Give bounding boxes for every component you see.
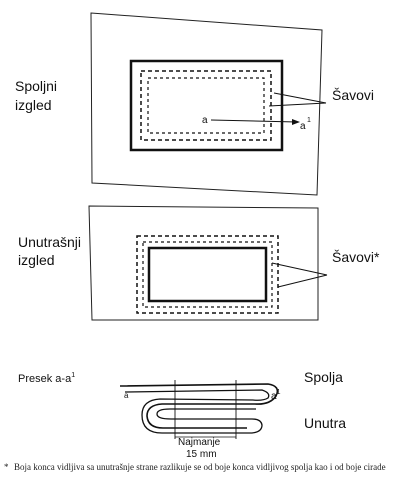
footnote-marker: * xyxy=(4,462,9,472)
outer-fabric-layer xyxy=(119,383,279,429)
outer-point-a: a xyxy=(202,115,208,126)
outer-view-panel: a a 1 Spoljni izgled Šavovi xyxy=(15,12,374,196)
outer-point-a1: a xyxy=(300,121,306,132)
footnote-text: Boja konca vidljiva sa unutrašnje strane… xyxy=(14,462,386,472)
inner-patch-window xyxy=(147,246,268,303)
footnote: * Boja konca vidljiva sa unutrašnje stra… xyxy=(4,461,396,473)
inner-seam-leader-2 xyxy=(277,274,328,288)
cross-section: Presek a-a1 a a1 Najmanje 15 mm Spolja U… xyxy=(18,369,346,460)
outer-point-a1-sup: 1 xyxy=(307,117,311,124)
outer-view-label-line1: Spoljni xyxy=(15,78,57,94)
outer-view-label-line2: izgled xyxy=(15,97,52,113)
inner-fabric-sheet xyxy=(88,205,319,321)
outer-seam-leader-2 xyxy=(268,102,327,107)
section-arrow-head xyxy=(292,119,300,125)
outer-seams-label: Šavovi xyxy=(332,87,374,103)
inner-view-panel: Unutrašnji izgled Šavovi* xyxy=(18,205,380,321)
outer-patch-outline xyxy=(129,59,284,152)
outer-seam-leader-1 xyxy=(273,92,327,104)
inside-label: Unutra xyxy=(304,415,346,431)
outer-stitch-line-1 xyxy=(140,70,272,141)
outer-stitch-line-2 xyxy=(147,77,265,134)
cross-point-a: a xyxy=(124,391,129,400)
cross-section-title: Presek a-a1 xyxy=(18,372,75,385)
inner-seam-leader-1 xyxy=(271,262,328,276)
outside-label: Spolja xyxy=(304,369,343,385)
inner-seams-label: Šavovi* xyxy=(332,249,380,265)
outer-fabric-sheet xyxy=(90,12,323,196)
inner-stitch-line-inner xyxy=(142,241,273,308)
inner-stitch-line-outer xyxy=(136,235,279,314)
cross-point-a1: a1 xyxy=(271,389,281,402)
inner-view-label-line1: Unutrašnji xyxy=(18,234,81,250)
min-width-label-line2: 15 mm xyxy=(186,449,217,460)
section-line-a-a1 xyxy=(210,119,298,123)
min-width-label-line1: Najmanje xyxy=(178,437,221,448)
inner-view-label-line2: izgled xyxy=(18,252,55,268)
folded-patch-layer xyxy=(124,389,270,434)
